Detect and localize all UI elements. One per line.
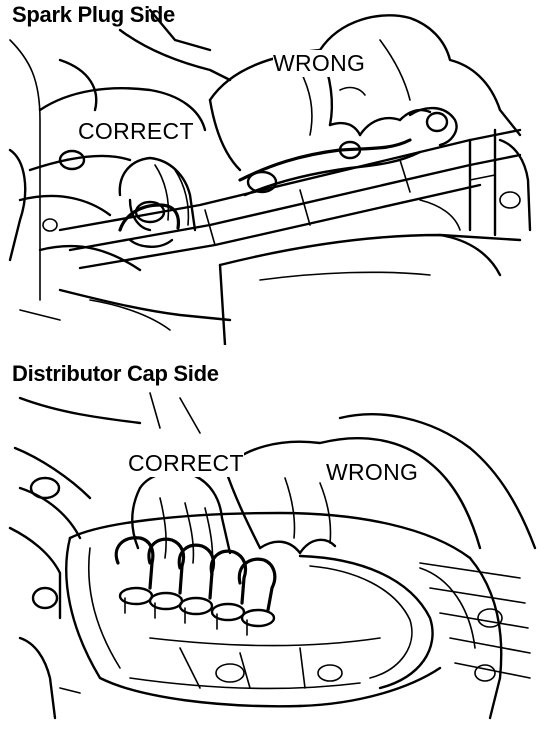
distributor-wrong-label: WRONG [326,459,419,486]
spark-plug-correct-label: CORRECT [78,118,194,145]
distributor-cap-side-title: Distributor Cap Side [12,361,219,386]
distributor-correct-label: CORRECT [128,450,244,477]
spark-plug-side-illustration [8,8,532,345]
distributor-cap-side-illustration [8,392,537,720]
spark-plug-wrong-label: WRONG [273,50,366,77]
spark-plug-side-title: Spark Plug Side [12,2,175,27]
